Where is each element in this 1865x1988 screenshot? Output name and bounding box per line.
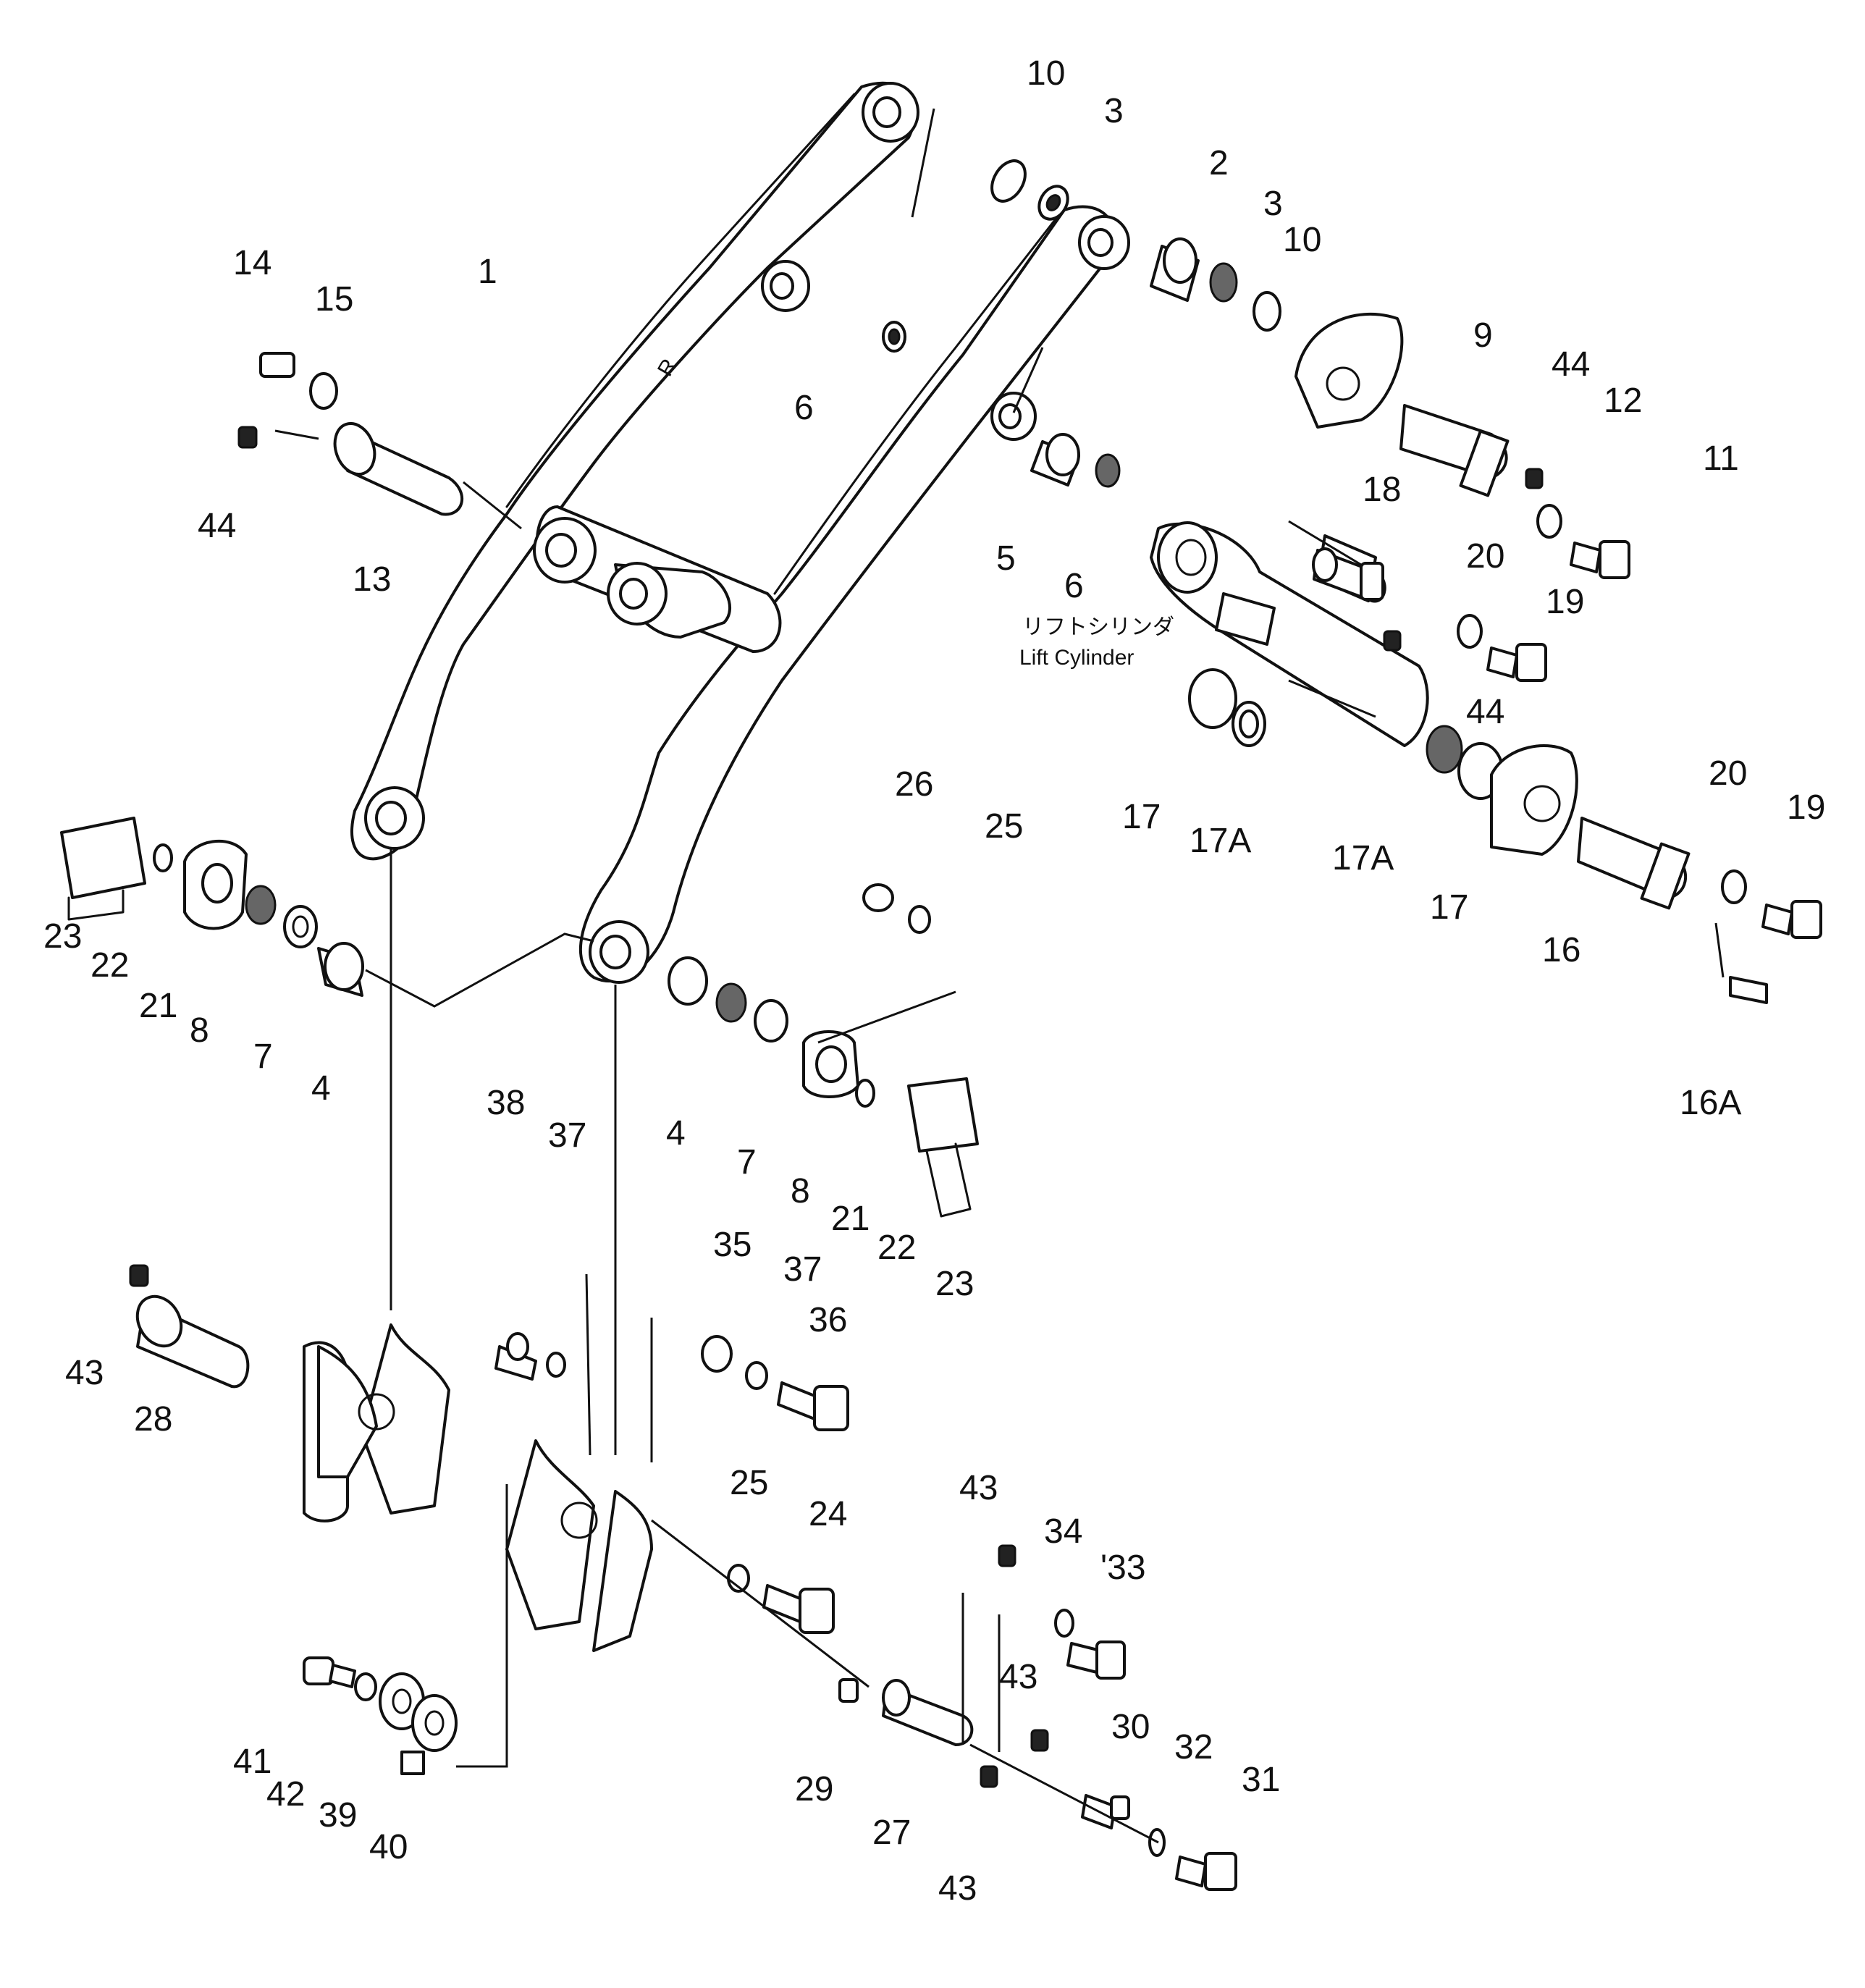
callout-8: 8 (190, 1011, 209, 1050)
callout-36: 36 (809, 1301, 848, 1339)
bushing-group-5-6 (882, 321, 1121, 488)
callout-21: 21 (831, 1200, 870, 1238)
callout-33: '33 (1100, 1549, 1146, 1587)
callout-20: 20 (1466, 537, 1505, 576)
callout-37: 37 (783, 1250, 822, 1289)
callout-17a: 17A (1190, 822, 1252, 860)
callout-43: 43 (65, 1354, 104, 1392)
callout-38: 38 (487, 1084, 526, 1122)
pin-group-13 (237, 352, 463, 516)
callout-29: 29 (795, 1770, 834, 1808)
cylinder-pins (1188, 547, 1822, 1004)
callout-17a: 17A (1332, 839, 1394, 877)
callout-44: 44 (198, 507, 237, 545)
callout-39: 39 (319, 1796, 358, 1835)
callout-28: 28 (134, 1400, 173, 1439)
callout-23: 23 (43, 917, 83, 956)
callout-30: 30 (1111, 1708, 1150, 1746)
callout-14: 14 (233, 244, 272, 282)
callout-12: 12 (1604, 382, 1643, 420)
callout-6: 6 (1064, 567, 1084, 605)
callout-9: 9 (1473, 316, 1493, 355)
callout-43: 43 (938, 1869, 977, 1908)
callout-41: 41 (233, 1743, 272, 1781)
callout-43: 43 (959, 1469, 998, 1507)
callout-16a: 16A (1680, 1084, 1742, 1122)
callout-20: 20 (1709, 754, 1748, 793)
right-pin-stack (668, 883, 979, 1218)
callout-42: 42 (266, 1775, 306, 1814)
callout-3: 3 (1263, 185, 1283, 223)
top-pin-group (990, 159, 1630, 579)
callout-17: 17 (1430, 888, 1469, 927)
callout-5: 5 (996, 539, 1016, 578)
callout-26: 26 (895, 765, 934, 804)
callout-18: 18 (1363, 471, 1402, 509)
callout-25: 25 (730, 1464, 769, 1502)
callout-6: 6 (794, 389, 814, 427)
callout-44: 44 (1466, 693, 1505, 731)
callout-1: 1 (478, 253, 497, 291)
left-pin-stack (60, 817, 364, 997)
callout-19: 19 (1787, 788, 1826, 827)
callout-27: 27 (872, 1814, 912, 1852)
callout-3: 3 (1104, 92, 1124, 130)
callout-40: 40 (369, 1828, 408, 1866)
callout-4: 4 (666, 1114, 686, 1153)
callout-16: 16 (1542, 931, 1581, 969)
callout-23: 23 (935, 1265, 974, 1303)
callout-22: 22 (90, 946, 130, 985)
callout-19: 19 (1546, 583, 1585, 621)
bellcrank-lower-group (129, 1264, 1237, 1891)
callout-34: 34 (1044, 1512, 1083, 1551)
callout-4: 4 (311, 1069, 331, 1108)
callout-15: 15 (315, 280, 354, 319)
callout-11: 11 (1703, 439, 1739, 478)
lift-arm-assembly: R (350, 81, 1130, 984)
callout-35: 35 (713, 1226, 752, 1264)
lift-cylinder-caption-jp: リフトシリンダ (1022, 615, 1174, 639)
callout-2: 2 (1209, 144, 1229, 182)
callout-22: 22 (877, 1229, 917, 1267)
callout-10: 10 (1027, 54, 1066, 93)
callout-7: 7 (253, 1037, 273, 1076)
lift-cylinder-caption-en: Lift Cylinder (1019, 646, 1134, 670)
center-lines (274, 108, 1725, 1844)
callout-44: 44 (1552, 345, 1591, 384)
callout-13: 13 (353, 560, 392, 599)
callout-21: 21 (139, 987, 178, 1025)
callout-24: 24 (809, 1495, 848, 1533)
callout-8: 8 (791, 1172, 810, 1210)
callout-31: 31 (1242, 1761, 1281, 1799)
callout-43: 43 (999, 1658, 1038, 1696)
callout-17: 17 (1122, 798, 1161, 836)
callout-32: 32 (1174, 1728, 1213, 1766)
callout-37: 37 (548, 1116, 587, 1155)
callout-7: 7 (737, 1143, 757, 1182)
callout-25: 25 (985, 807, 1024, 846)
callout-10: 10 (1283, 221, 1322, 259)
